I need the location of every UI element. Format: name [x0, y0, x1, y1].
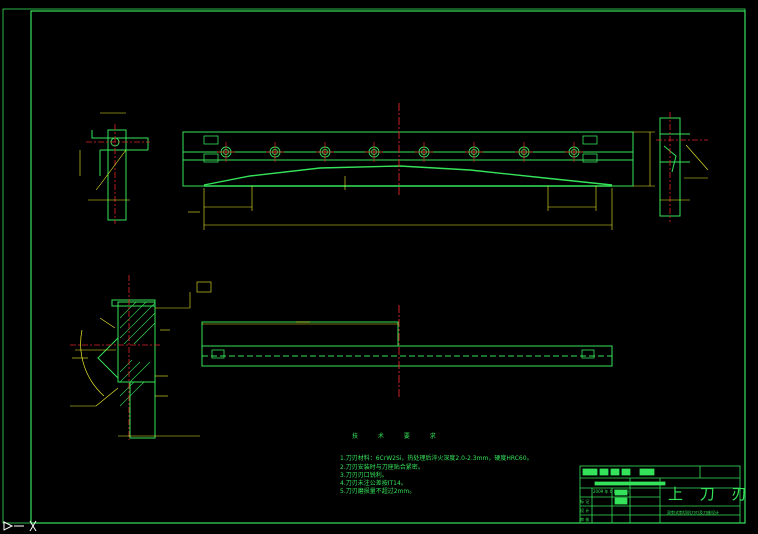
drawing-title: 上 刀 刃 — [668, 485, 753, 503]
drawing-subtitle: 双剪式剪切机刀刃及刀座设计 — [667, 510, 719, 515]
title-block-row-review: 审 核 — [580, 517, 590, 522]
detail-section-view — [70, 275, 212, 440]
requirement-item-2: 2.刀刃安装时与刀座贴合紧密。 — [340, 463, 424, 471]
requirement-item-1: 1.刀刃材料：6CrW2Si，热处理后淬火深度2.0-2.3mm，硬度HRC60… — [340, 455, 533, 463]
drawing-frame — [2, 8, 746, 524]
requirement-item-3: 3.刀刃刃口锐利。 — [340, 471, 388, 479]
ucs-icon — [3, 520, 37, 532]
drawing-date: 2009 年 6 月 18 日 — [593, 489, 630, 494]
main-elevation-view — [182, 103, 655, 230]
bolt-holes — [217, 142, 583, 162]
right-section-view — [656, 112, 709, 222]
technical-requirements: 技 术 要 求 1.刀刃材料：6CrW2Si，热处理后淬火深度2.0-2.3mm… — [340, 433, 533, 497]
technical-requirements-heading: 技 术 要 求 — [352, 433, 445, 440]
requirement-item-5: 5.刀刃磨损量不超过2mm。 — [340, 488, 416, 496]
title-block-row-design: 设 计 — [580, 508, 590, 513]
title-block-row-mark: 标 记 — [580, 499, 590, 504]
plan-view — [201, 305, 613, 399]
title-block — [579, 465, 741, 524]
requirement-item-4: 4.刀刃未注公差按IT14。 — [340, 480, 407, 488]
left-section-view — [79, 112, 150, 224]
